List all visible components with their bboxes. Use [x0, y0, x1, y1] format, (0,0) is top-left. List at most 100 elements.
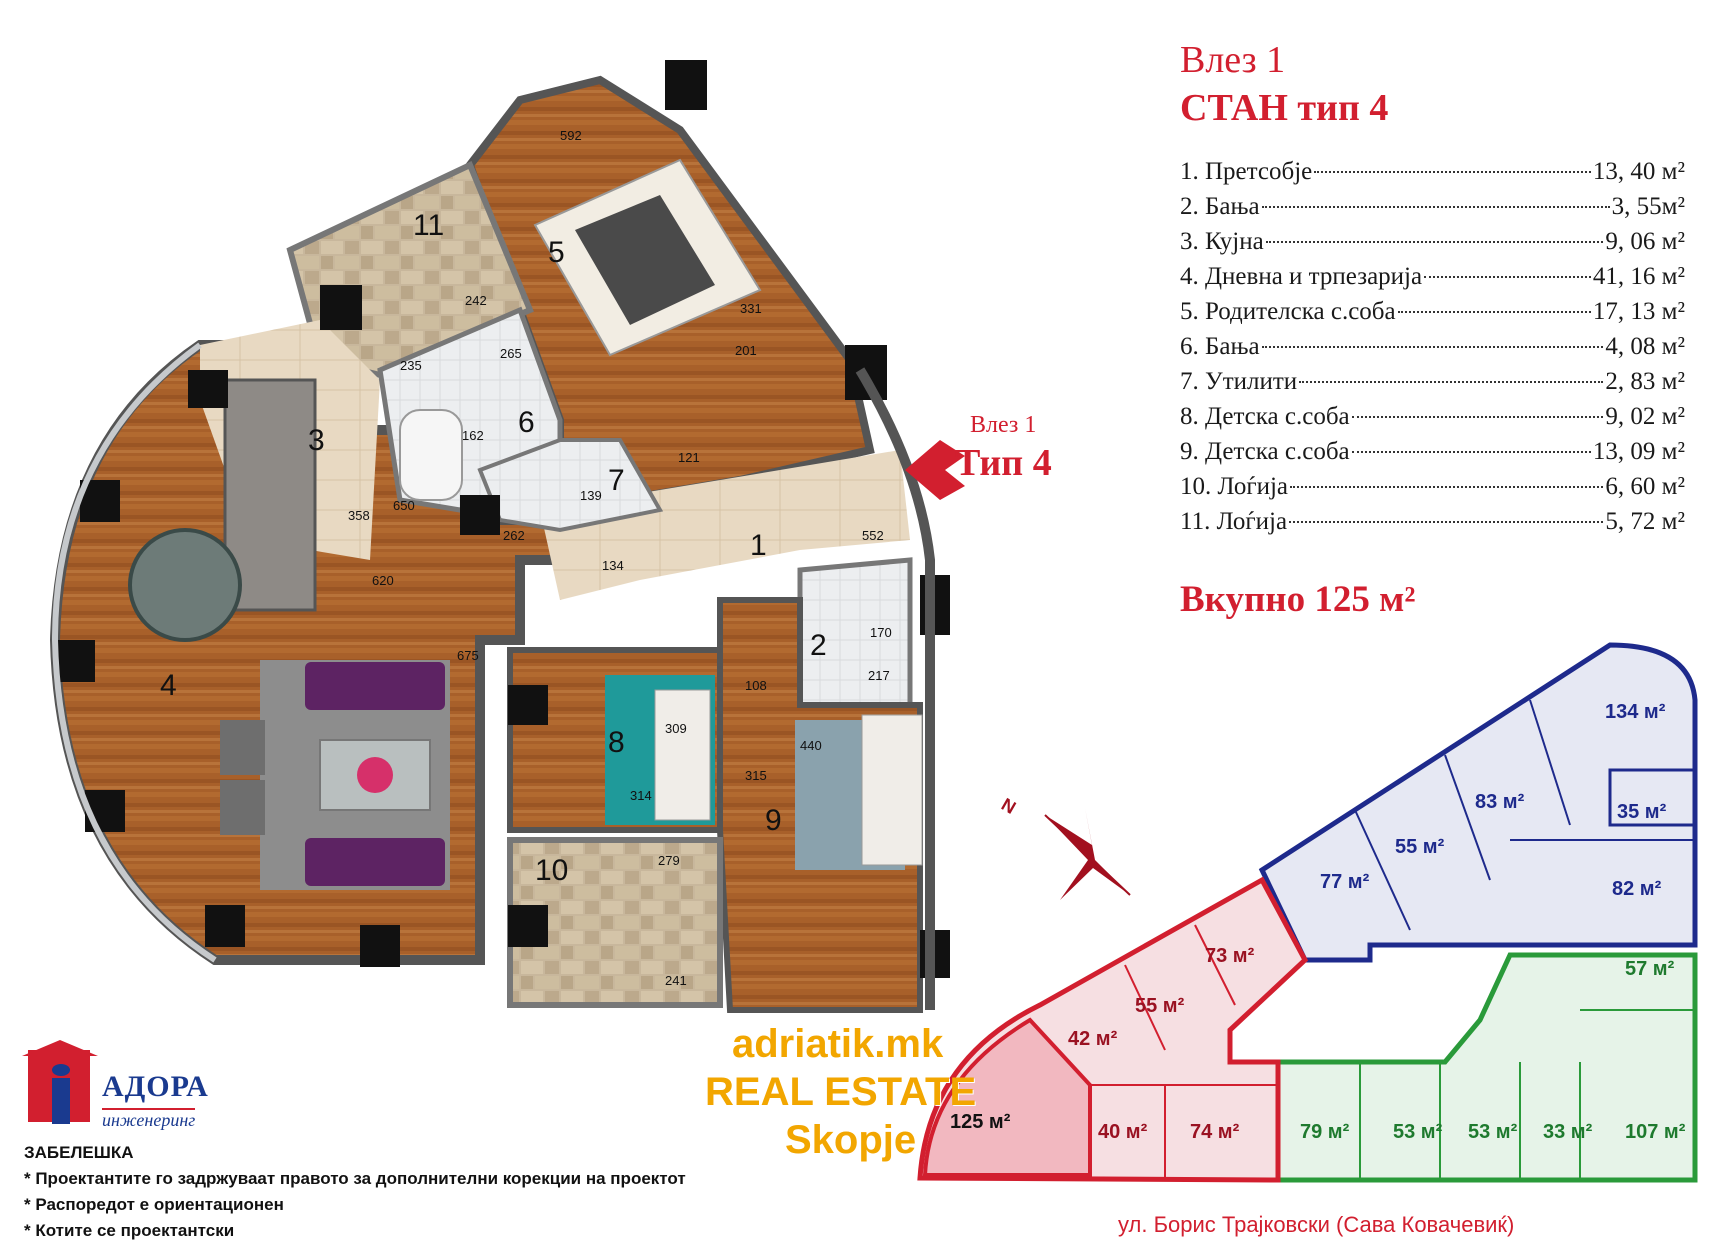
unit-label-highlighted: 125 м² [950, 1111, 1011, 1133]
notes-block: ЗАБЕЛЕШКА * Проектантите го задржуваат п… [24, 1140, 686, 1244]
room-name: 9. Детска с.соба [1180, 438, 1350, 465]
room-list-item: 2. Бања 3, 55м² [1180, 193, 1685, 228]
room-list-item: 3. Кујна 9, 06 м² [1180, 228, 1685, 263]
unit-label: 79 м² [1300, 1121, 1350, 1143]
street-label: ул. Борис Трајковски (Сава Ковачевиќ) [1118, 1212, 1515, 1237]
apartment-type-title: СТАН тип 4 [1180, 87, 1389, 129]
room-area: 9, 02 м² [1605, 403, 1685, 430]
hall-floor [540, 450, 910, 600]
room-area: 9, 06 м² [1605, 228, 1685, 255]
structural-columns [55, 60, 950, 978]
room-number-4: 4 [160, 669, 177, 702]
room-number-1: 1 [750, 529, 767, 562]
watermark-line-3: Skopje [785, 1118, 917, 1162]
dimension-label: 279 [658, 853, 680, 868]
room-name: 8. Детска с.соба [1180, 403, 1350, 430]
note-item: * Проектантите го задржуваат правото за … [24, 1169, 686, 1188]
dimension-label: 201 [735, 343, 757, 358]
room-list-item: 4. Дневна и трпезарија 41, 16 м² [1180, 263, 1685, 298]
highlighted-unit [922, 1017, 1092, 1177]
armchair-2 [220, 780, 265, 835]
dimension-label: 620 [372, 573, 394, 588]
dot-leader [1290, 486, 1604, 488]
dot-leader [1299, 381, 1604, 383]
unit-label: 82 м² [1612, 878, 1662, 900]
dimension-label: 552 [862, 528, 884, 543]
logo-name: АДОРА [102, 1070, 209, 1103]
room-name: 11. Лоѓија [1180, 508, 1288, 535]
dot-leader [1397, 311, 1591, 313]
unit-label: 53 м² [1393, 1121, 1443, 1143]
dimension-label: 265 [500, 346, 522, 361]
unit-label: 35 м² [1617, 801, 1667, 823]
room-number-10: 10 [535, 854, 568, 887]
entrance-type-label: Тип 4 [955, 442, 1052, 484]
room-area: 3, 55м² [1611, 193, 1685, 220]
room-number-7: 7 [608, 464, 625, 497]
unit-label: 134 м² [1605, 701, 1666, 723]
unit-label: 83 м² [1475, 791, 1525, 813]
note-item: * Котите се проектантски [24, 1221, 235, 1240]
dimension-label: 162 [462, 428, 484, 443]
dimension-label: 235 [400, 358, 422, 373]
dot-leader [1261, 346, 1604, 348]
company-logo: АДОРА инженеринг [22, 1040, 252, 1130]
room-list-item: 9. Детска с.соба 13, 09 м² [1180, 438, 1685, 473]
dimension-label: 262 [503, 528, 525, 543]
dimension-label: 170 [870, 625, 892, 640]
unit-label: 73 м² [1205, 945, 1255, 967]
bathtub [399, 409, 463, 501]
room-name: 1. Претсобје [1180, 158, 1313, 185]
room-list-item: 8. Детска с.соба 9, 02 м² [1180, 403, 1685, 438]
dimension-label: 241 [665, 973, 687, 988]
unit-label: 55 м² [1135, 995, 1185, 1017]
dimension-label: 358 [348, 508, 370, 523]
unit-label: 33 м² [1543, 1121, 1593, 1143]
dimension-label: 121 [678, 450, 700, 465]
room-area: 5, 72 м² [1605, 508, 1685, 535]
compass-rose: N [998, 794, 1131, 900]
room-name: 3. Кујна [1180, 228, 1264, 255]
room-name: 7. Утилити [1180, 368, 1298, 395]
dimension-label: 440 [800, 738, 822, 753]
dimension-label: 315 [745, 768, 767, 783]
dot-leader [1289, 521, 1604, 523]
room-name: 6. Бања [1180, 333, 1260, 360]
unit-label: 107 м² [1625, 1121, 1686, 1143]
room-number-3: 3 [308, 424, 325, 457]
dimension-label: 108 [745, 678, 767, 693]
room-number-9: 9 [765, 804, 782, 837]
bedspread-room-5 [575, 195, 715, 325]
dimension-label: 309 [665, 721, 687, 736]
room-number-6: 6 [518, 406, 535, 439]
room-area: 13, 09 м² [1592, 438, 1685, 465]
north-label: N [998, 794, 1019, 818]
entrance-label: Влез 1 [970, 412, 1036, 438]
notes-heading: ЗАБЕЛЕШКА [24, 1143, 134, 1162]
flower-vase [357, 757, 393, 793]
dot-leader [1261, 206, 1610, 208]
dimension-label: 331 [740, 301, 762, 316]
unit-label: 77 м² [1320, 871, 1370, 893]
watermark-line-1: adriatik.mk [732, 1022, 944, 1066]
room-name: 2. Бања [1180, 193, 1260, 220]
room-area: 41, 16 м² [1592, 263, 1685, 290]
dot-leader [1351, 416, 1604, 418]
sofa-top [305, 662, 445, 710]
dot-leader [1265, 241, 1604, 243]
dimension-label: 139 [580, 488, 602, 503]
entry-title: Влез 1 [1180, 39, 1286, 81]
room-number-2: 2 [810, 629, 827, 662]
dot-leader [1424, 276, 1591, 278]
unit-label: 42 м² [1068, 1028, 1118, 1050]
site-section-blue [1258, 642, 1698, 963]
room-name: 5. Родителска с.соба [1180, 298, 1396, 325]
unit-label: 53 м² [1468, 1121, 1518, 1143]
room-name: 4. Дневна и трпезарија [1180, 263, 1423, 290]
unit-label: 74 м² [1190, 1121, 1240, 1143]
room-area: 17, 13 м² [1592, 298, 1685, 325]
